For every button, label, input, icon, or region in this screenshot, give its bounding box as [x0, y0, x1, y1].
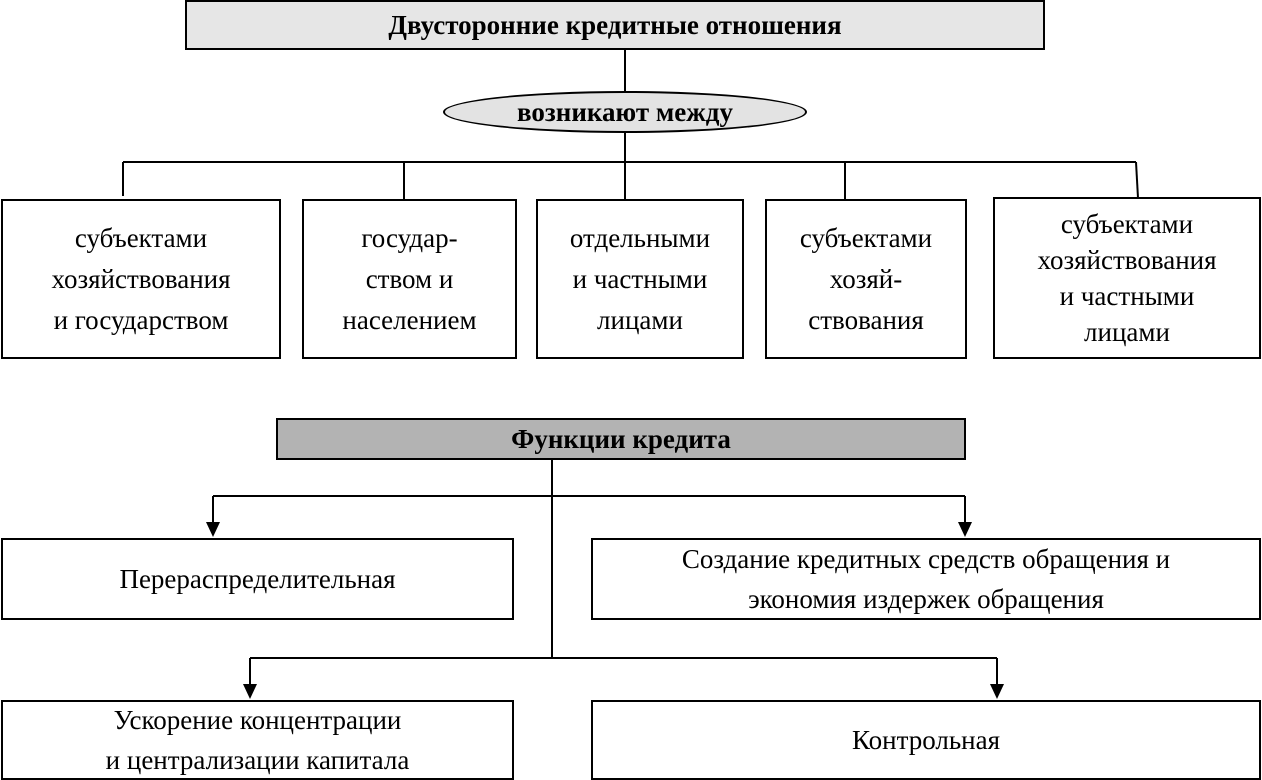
participant-box-2: государ- ством и населением: [302, 199, 517, 359]
title-text: Двусторонние кредитные отношения: [388, 9, 842, 40]
participant-text-4: субъектами хозяй- ствования: [799, 222, 933, 335]
participant-box-5: субъектами хозяйствования и частными лиц…: [993, 197, 1261, 359]
connector-oval: возникают между: [443, 91, 807, 133]
function-box-redistributive: Перераспределительная: [1, 538, 514, 620]
participant-text-1: субъектами хозяйствования и государством: [51, 222, 231, 335]
functions-title-box: Функции кредита: [276, 418, 966, 460]
function-box-credit-means: Создание кредитных средств обращения и э…: [591, 538, 1261, 620]
function-text-2: Создание кредитных средств обращения и э…: [681, 544, 1171, 614]
arrow-head-left-1: [206, 522, 220, 537]
arrow-head-right-1: [958, 522, 972, 537]
function-box-concentration: Ускорение концентрации и централизации к…: [1, 700, 514, 780]
function-box-control: Контрольная: [591, 700, 1261, 780]
function-text-4: Контрольная: [851, 725, 1001, 755]
functions-title-text: Функции кредита: [511, 423, 731, 454]
participant-box-4: субъектами хозяй- ствования: [765, 199, 967, 359]
function-text-3: Ускорение концентрации и централизации к…: [105, 705, 410, 775]
participant-box-3: отдельными и частными лицами: [536, 199, 744, 359]
participant-text-5: субъектами хозяйствования и частными лиц…: [1037, 209, 1217, 347]
participant-box-1: субъектами хозяйствования и государством: [1, 199, 281, 359]
arrow-head-right-2: [990, 684, 1004, 699]
connector-label: возникают между: [517, 96, 733, 127]
arrow-head-left-2: [243, 684, 257, 699]
title-box: Двусторонние кредитные отношения: [185, 0, 1045, 50]
drop-line-5: [1135, 161, 1139, 199]
participant-text-3: отдельными и частными лицами: [569, 222, 711, 335]
function-text-1: Перераспределительная: [119, 564, 396, 594]
participant-text-2: государ- ством и населением: [342, 222, 477, 335]
